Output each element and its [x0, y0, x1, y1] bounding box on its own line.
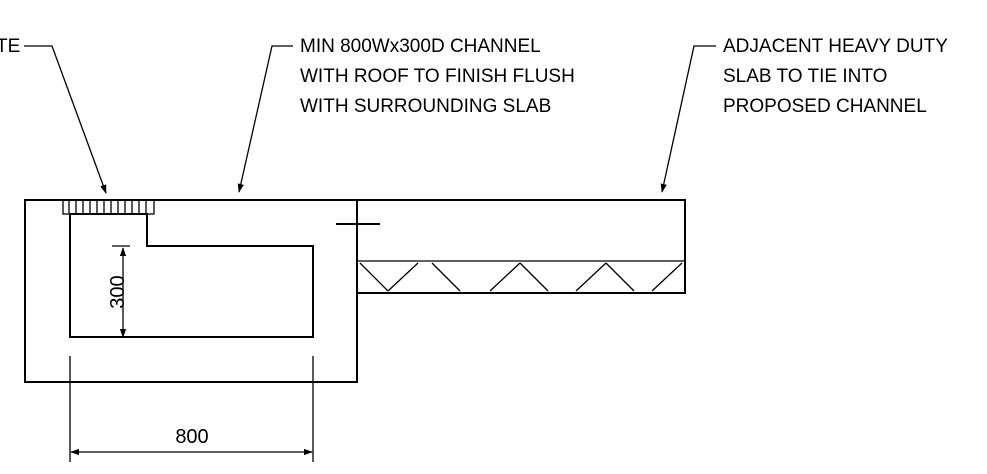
channel-label-line-2: WITH ROOF TO FINISH FLUSH	[300, 66, 575, 87]
grate-leader	[24, 45, 107, 194]
depth-dimension	[112, 245, 130, 338]
width-dimension-label: 800	[175, 426, 208, 448]
slab-hatch-line	[431, 262, 461, 292]
channel-outer-wall	[24, 199, 358, 383]
slab-hatch-line	[519, 262, 549, 292]
slab-hatch-line	[575, 262, 607, 292]
channel-label-line-3: WITH SURROUNDING SLAB	[300, 96, 551, 117]
slab-hatch-line	[651, 262, 683, 292]
channel-label-line-1: MIN 800Wx300D CHANNEL	[300, 36, 541, 57]
channel-label: MIN 800Wx300D CHANNEL WITH ROOF TO FINIS…	[300, 36, 575, 117]
adjacent-slab	[357, 199, 686, 294]
slab-label-line-1: ADJACENT HEAVY DUTY	[723, 36, 948, 57]
slab-hatch-line	[605, 262, 635, 292]
slab-label: ADJACENT HEAVY DUTY SLAB TO TIE INTO PRO…	[723, 36, 948, 117]
slab-label-line-2: SLAB TO TIE INTO	[723, 66, 887, 87]
slab-hatch-line	[387, 262, 419, 292]
grate-label: TE	[0, 36, 20, 57]
width-dimension	[69, 356, 314, 462]
slab-label-line-3: PROPOSED CHANNEL	[723, 96, 927, 117]
finish-level-marker	[336, 215, 380, 232]
grate	[62, 199, 155, 215]
channel-leader	[237, 45, 293, 193]
slab-hatch-line	[489, 262, 521, 292]
slab-hatch-line	[359, 262, 389, 292]
depth-dimension-label: 300	[107, 275, 129, 308]
slab-leader	[660, 45, 716, 193]
